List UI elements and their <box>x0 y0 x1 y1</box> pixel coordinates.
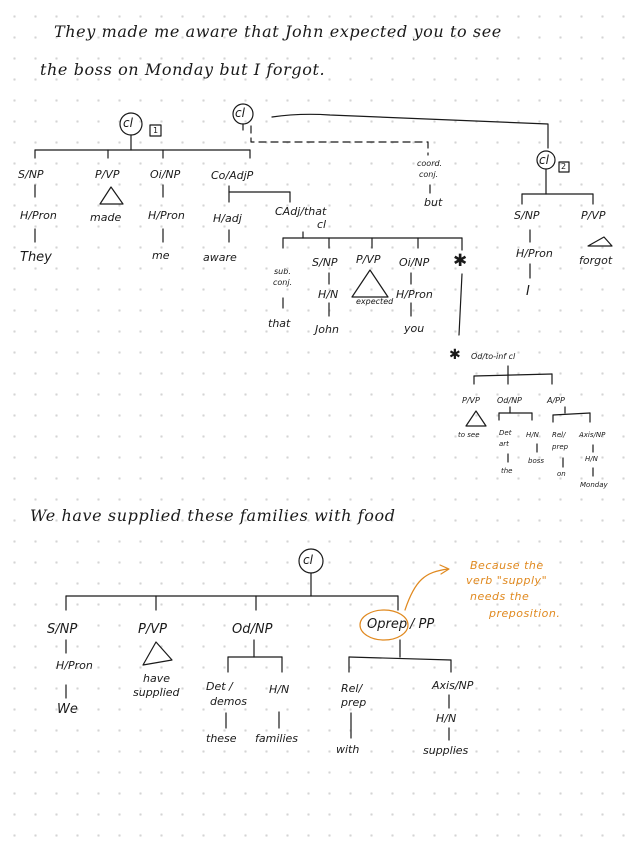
predicator-label: P/VP <box>95 168 120 181</box>
inf-object-label: Od/NP <box>497 396 522 405</box>
t2-axis-word: supplies <box>423 744 469 757</box>
made-triangle <box>99 186 124 205</box>
root-label: cl <box>235 106 245 120</box>
clause1-number-box <box>149 124 162 137</box>
adj-complement-label-2: cl <box>317 218 327 231</box>
inf-det-2: art <box>499 440 509 448</box>
object-complement-word: aware <box>203 251 237 264</box>
t2-object-head: H/N <box>269 683 290 696</box>
inner-object-word: you <box>404 322 425 335</box>
predicator-word: made <box>90 211 122 224</box>
sentence2-line1: We have supplied these families with foo… <box>30 506 396 525</box>
oprep-highlight <box>359 609 409 641</box>
inf-det-word: the <box>501 467 513 475</box>
note-line4: preposition. <box>489 607 561 620</box>
object-complement-label: Co/AdjP <box>211 169 254 182</box>
coord-word: but <box>424 196 443 209</box>
clause2-label: cl <box>539 153 549 167</box>
t2-rel-2: prep <box>341 696 367 709</box>
subject-head: H/Pron <box>20 209 57 222</box>
clause2-subject-label: S/NP <box>514 209 540 222</box>
indirect-object-label: Oi/NP <box>150 168 181 181</box>
indirect-object-head: H/Pron <box>148 209 185 222</box>
inner-subject-label: S/NP <box>312 256 338 269</box>
clause2-number: 2 <box>561 162 567 171</box>
inf-det-1: Det <box>499 429 512 437</box>
root2-label: cl <box>303 553 313 567</box>
t2-object-det-word: these <box>206 732 237 745</box>
coord-label-1: coord. <box>417 159 443 168</box>
inner-predicator-word: expected <box>356 297 394 306</box>
inf-predicator-label: P/VP <box>462 396 480 405</box>
sentence1-line2: the boss on Monday but I forgot. <box>40 60 326 79</box>
note-arrow <box>404 568 449 611</box>
clause1-label: cl <box>123 116 133 130</box>
t2-rel-1: Rel/ <box>341 682 363 695</box>
clause2-number-box <box>558 161 570 173</box>
adj-complement-label-1: CAdj/that <box>275 205 327 218</box>
expected-triangle <box>351 269 389 298</box>
inner-object-label: Oi/NP <box>399 256 430 269</box>
clause2-predicator-label: P/VP <box>581 209 606 222</box>
t2-object-det-2: demos <box>210 695 247 708</box>
inner-subject-head: H/N <box>318 288 339 301</box>
t2-oprep-label-rest: / PP <box>410 617 435 632</box>
subject-label: S/NP <box>18 168 44 181</box>
sub-conj-label-1: sub. <box>274 267 291 276</box>
clause2-subject-head: H/Pron <box>516 247 553 260</box>
clause2-subject-word: I <box>526 284 530 299</box>
t2-axis-head: H/N <box>436 712 457 725</box>
t2-object-det-1: Det / <box>206 680 233 693</box>
inner-subject-word: John <box>315 323 339 336</box>
coord-label-2: conj. <box>419 170 439 179</box>
inf-predicator-word: to see <box>458 431 480 439</box>
t2-subject-head: H/Pron <box>56 659 93 672</box>
inf-object-head-word: boss <box>528 457 545 465</box>
t2-object-label: Od/NP <box>232 622 273 637</box>
infinitive-label: Od/to-inf cl <box>471 352 516 361</box>
t2-object-head-word: families <box>255 732 298 745</box>
t2-predicator-word-1: have <box>143 672 170 685</box>
t2-axis: Axis/NP <box>432 679 474 692</box>
t2-predicator-word-2: supplied <box>133 686 180 699</box>
inf-axis-head: H/N <box>585 455 598 463</box>
forgot-triangle <box>587 236 613 247</box>
t2-subject-word: We <box>57 702 78 717</box>
sub-conj-word: that <box>268 317 291 330</box>
sub-conj-label-2: conj. <box>273 278 293 287</box>
note-arrowhead <box>439 564 450 575</box>
note-line1: Because the <box>470 559 544 572</box>
inf-rel-1: Rel/ <box>552 431 566 439</box>
t2-rel-word: with <box>336 743 360 756</box>
note-line3: needs the <box>470 590 530 603</box>
inf-axis: Axis/NP <box>579 431 606 439</box>
inf-object-head: H/N <box>526 431 539 439</box>
object-complement-head: H/adj <box>213 212 242 225</box>
note-line2: verb "supply" <box>466 574 548 587</box>
clause2-predicator-word: forgot <box>579 254 613 267</box>
to-see-triangle <box>465 410 487 427</box>
subject-word: They <box>20 250 52 265</box>
supplied-triangle <box>142 641 173 666</box>
inf-axis-word: Monday <box>580 481 608 489</box>
inner-object-head: H/Pron <box>396 288 433 301</box>
inf-rel-2: prep <box>552 443 569 451</box>
t2-oprep-label: Oprep <box>367 617 408 632</box>
sentence1-line1: They made me aware that John expected yo… <box>54 22 502 41</box>
t2-subject-label: S/NP <box>47 622 78 637</box>
star-marker-2: ✱ <box>449 347 461 363</box>
t2-predicator-label: P/VP <box>138 622 167 637</box>
star-marker: ✱ <box>453 251 468 271</box>
inf-rel-word: on <box>557 470 566 478</box>
indirect-object-word: me <box>152 249 170 262</box>
clause1-number: 1 <box>153 126 159 135</box>
inf-adjunct-label: A/PP <box>547 396 565 405</box>
inner-predicator-label: P/VP <box>356 253 381 266</box>
